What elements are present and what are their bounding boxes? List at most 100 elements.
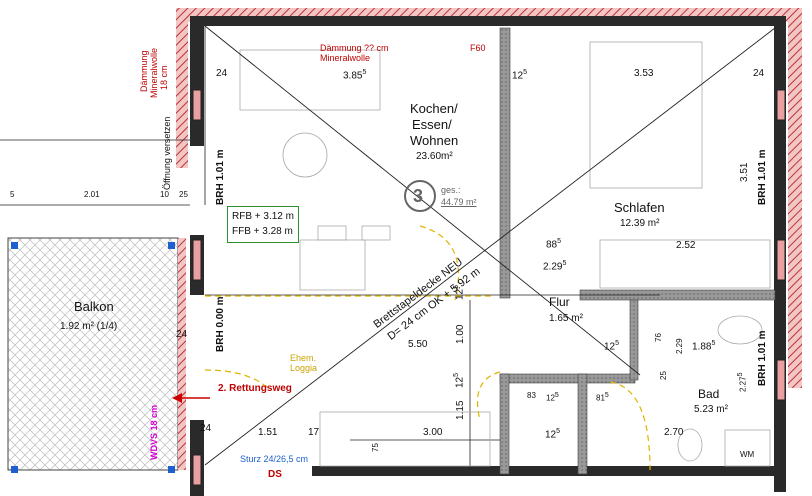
dim-201: 2.01	[84, 190, 100, 199]
wall-top	[190, 16, 786, 26]
dim-12f-val: 12	[545, 429, 557, 441]
dim-76: 76	[654, 333, 663, 342]
dim-81-val: 81	[596, 393, 605, 403]
dim-88-sup: 5	[557, 238, 562, 245]
dim-75: 75	[371, 443, 380, 452]
dim-188-sup: 5	[711, 340, 716, 347]
room-area-balkon: 1.92 m² (1/4)	[60, 321, 118, 332]
room-area-bad: 5.23 m²	[694, 404, 728, 415]
room-name-kochen-2: Essen/	[412, 117, 452, 132]
dim-151: 1.51	[258, 427, 278, 438]
ceiling-lines	[204, 25, 776, 466]
room-name-flur: Flur	[549, 295, 570, 309]
dim-12-top: 125	[512, 69, 527, 81]
loggia-lines	[204, 225, 651, 471]
wall-bottom	[312, 466, 786, 476]
dim-188: 1.885	[692, 340, 715, 352]
room-name-schlafen: Schlafen	[614, 200, 665, 215]
wdvs-label: WDVS 18 cm	[149, 404, 159, 460]
apartment-number: 3	[413, 186, 424, 206]
balcony-post-2	[168, 242, 175, 249]
dim-229b: 2.29	[675, 338, 684, 354]
daemmung-left-1: Dämmung	[139, 50, 149, 92]
dim-115: 1.15	[455, 400, 466, 420]
dim-229: 2.295	[543, 260, 566, 272]
dim-12c-sup: 5	[615, 340, 620, 347]
dim-10: 10	[160, 190, 169, 199]
dim-24-bl: 24	[200, 423, 212, 434]
rettungsweg-arrow	[172, 393, 210, 403]
dim-188-val: 1.88	[692, 341, 712, 353]
dimension-lines	[0, 26, 660, 470]
dim-5: 5	[10, 190, 15, 199]
dim-88: 885	[546, 238, 561, 250]
balcony-post-3	[11, 466, 18, 473]
room-name-bad: Bad	[698, 387, 720, 401]
wall-bad-left	[577, 373, 588, 475]
room-area-kochen: 23.60m²	[416, 151, 453, 162]
dim-12e-val: 12	[546, 393, 555, 403]
dim-385: 3.855	[343, 69, 366, 81]
balcony-post-1	[11, 242, 18, 249]
ehem-label-1: Ehem.	[290, 353, 317, 363]
brh-right: BRH 1.01 m	[757, 149, 768, 205]
balcony-post-4	[168, 466, 175, 473]
level-rfb: RFB + 3.12 m	[232, 211, 294, 222]
brh-left: BRH 1.01 m	[215, 149, 226, 205]
dim-12d-val: 12	[454, 376, 466, 388]
dim-12d-sup: 5	[453, 372, 460, 377]
dim-353: 3.53	[634, 68, 654, 79]
window-right-1	[776, 89, 786, 121]
ds-label: DS	[268, 469, 282, 480]
room-area-flur: 1.65 m²	[549, 313, 583, 324]
balcony-rail	[178, 238, 186, 470]
dim-550: 5.50	[408, 339, 428, 350]
dim-12e: 125	[546, 392, 559, 403]
dim-12-top-val: 12	[512, 70, 524, 82]
dim-81-sup: 5	[604, 392, 609, 399]
level-ffb: FFB + 3.28 m	[232, 225, 293, 237]
dim-17: 17	[308, 427, 320, 438]
dim-12b-val: 12	[454, 288, 466, 300]
daemmung-left-2: Mineralwolle	[149, 47, 159, 98]
right-insulation	[788, 8, 802, 388]
window-left-3	[192, 454, 202, 486]
sturz-label: Sturz 24/26,5 cm	[240, 454, 309, 464]
dim-88-val: 88	[546, 239, 558, 251]
dim-24-tr: 24	[753, 68, 765, 79]
room-area-schlafen: 12.39 m²	[620, 218, 660, 229]
wall-bad-top	[499, 373, 636, 384]
furniture	[239, 41, 771, 467]
apartment-number-circle	[404, 180, 436, 212]
wall-flur-right	[629, 299, 639, 381]
brh-000: BRH 0.00 m	[215, 296, 226, 352]
dim-12c-val: 12	[604, 341, 616, 353]
dim-227-sup: 5	[737, 372, 744, 377]
wall-flur-left	[499, 373, 510, 475]
room-name-kochen-3: Wohnen	[410, 133, 459, 148]
dim-12f-sup: 5	[556, 428, 561, 435]
dim-12-top-sup: 5	[523, 69, 528, 76]
dim-25: 25	[179, 190, 188, 199]
brh-bad: BRH 1.01 m	[757, 330, 768, 386]
daemmung-left-3: 18 cm	[159, 65, 169, 90]
balcony-grid	[7, 237, 179, 471]
dim-24-tl: 24	[216, 68, 228, 79]
apartment-ges-label: ges.:	[441, 185, 461, 195]
dim-12c: 125	[604, 340, 619, 352]
left-insulation	[176, 8, 188, 168]
rettungsweg-label: 2. Rettungsweg	[218, 383, 292, 394]
dim-227-val: 2.27	[738, 376, 748, 392]
dim-12f: 125	[545, 428, 560, 440]
dim-25b: 25	[659, 371, 668, 380]
daemmung-top-2: Mineralwolle	[320, 53, 371, 63]
daemmung-top-1: Dämmung ?? cm	[320, 43, 389, 53]
apartment-ges-area: 44.79 m²	[441, 197, 477, 207]
window-left-1	[192, 89, 202, 121]
wall-left-upper	[190, 16, 204, 146]
wall-bedroom-left	[499, 27, 511, 299]
level-box: RFB + 3.12 m FFB + 3.28 m	[227, 206, 299, 243]
dim-227: 2.275	[737, 373, 748, 392]
